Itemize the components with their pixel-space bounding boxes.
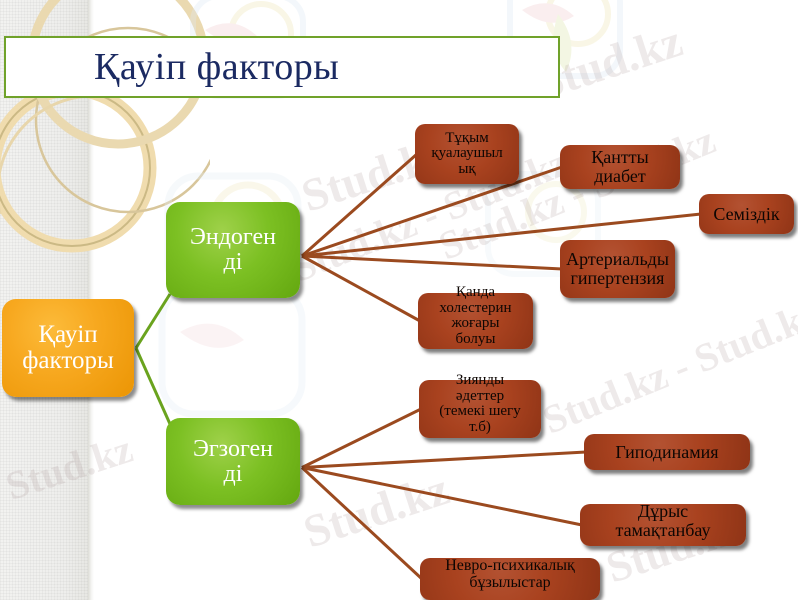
- node-leaf-hypodynamia[interactable]: Гиподинамия: [584, 434, 750, 470]
- node-leaf-diabetes[interactable]: Қантты диабет: [560, 145, 680, 189]
- node-label: Тұқым қуалаушыл ық: [431, 129, 503, 177]
- node-leaf-bad-habits[interactable]: [419, 380, 541, 438]
- leaf-connectors: [300, 152, 702, 581]
- page-title: Қауіп факторы: [94, 46, 340, 88]
- node-label: Семіздік: [713, 203, 780, 224]
- node-branch-endogenous[interactable]: Эндоген ді: [166, 202, 300, 298]
- node-label: Артериальды гипертензия: [566, 249, 669, 288]
- node-leaf-obesity[interactable]: Семіздік: [699, 194, 794, 234]
- node-label: Эгзоген ді: [192, 435, 274, 487]
- branch-connectors: [134, 293, 172, 425]
- slide-title-box: Қауіп факторы: [4, 36, 560, 98]
- node-label: Қантты диабет: [591, 147, 649, 186]
- node-risk-factors-root[interactable]: Қауіп факторы: [2, 299, 134, 397]
- node-label: Қауіп факторы: [22, 321, 114, 374]
- node-leaf-hypertension[interactable]: Артериальды гипертензия: [560, 240, 675, 298]
- node-label: Эндоген ді: [190, 224, 276, 275]
- node-leaf-cholesterol[interactable]: [418, 293, 533, 349]
- node-leaf-malnutrition[interactable]: [580, 504, 746, 546]
- node-leaf-neuro[interactable]: [420, 558, 600, 600]
- node-leaf-heredity[interactable]: Тұқым қуалаушыл ық: [415, 124, 519, 184]
- node-branch-exogenous[interactable]: Эгзоген ді: [166, 418, 300, 505]
- node-label: Гиподинамия: [615, 441, 719, 462]
